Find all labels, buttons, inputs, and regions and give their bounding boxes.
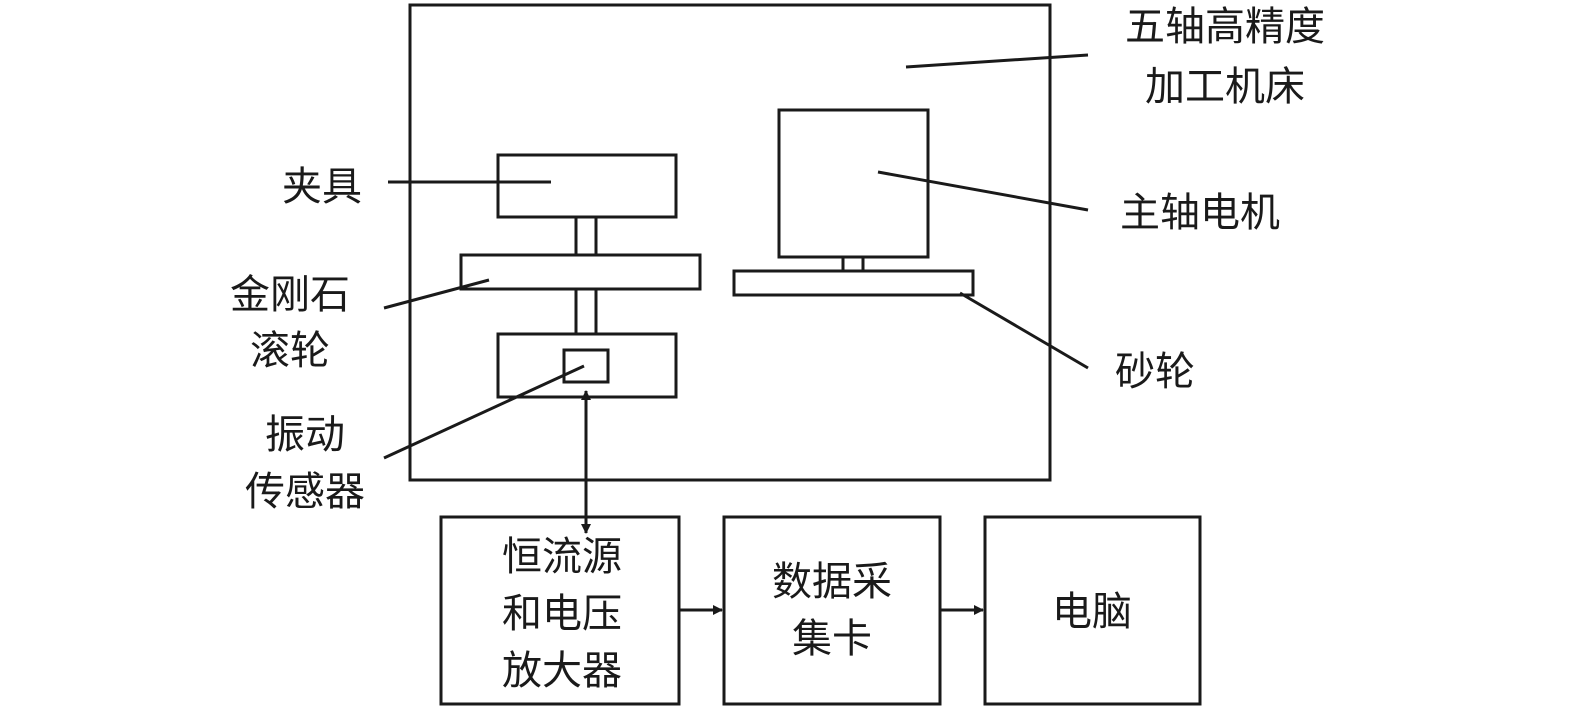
vibration-sensor xyxy=(562,348,610,384)
diamond-roller xyxy=(459,253,702,291)
grinding-wheel xyxy=(732,269,975,297)
fixture-block xyxy=(496,153,678,219)
amplifier-label-line-3: 放大器 xyxy=(502,648,622,694)
sensor-label-line-2: 传感器 xyxy=(245,469,365,515)
computer-label: 电脑 xyxy=(1052,589,1132,635)
leader-line-sensor xyxy=(383,364,585,460)
leader-line-wheel xyxy=(959,291,1089,370)
leader-line-spindle xyxy=(877,170,1089,212)
fixture-label: 夹具 xyxy=(282,164,362,210)
machine-label-line-2: 加工机床 xyxy=(1145,64,1305,110)
lower-shaft xyxy=(574,287,598,336)
daq-label-line-2: 集卡 xyxy=(792,616,872,662)
machine-frame xyxy=(408,3,1052,482)
sensor-label-line-1: 振动 xyxy=(265,412,345,458)
spindle-motor xyxy=(777,108,930,259)
amplifier-label-line-1: 恒流源 xyxy=(502,534,622,580)
spindle-shaft xyxy=(841,255,865,273)
upper-shaft xyxy=(574,215,598,257)
leader-line-diamond-roller xyxy=(383,278,490,310)
diamond-roller-label-line-1: 金刚石 xyxy=(230,272,350,318)
diamond-roller-label-line-2: 滚轮 xyxy=(250,328,330,374)
machine-label-line-1: 五轴高精度 xyxy=(1125,4,1325,50)
daq-card-box xyxy=(722,515,942,706)
amplifier-label-line-2: 和电压 xyxy=(502,591,622,637)
spindle-label: 主轴电机 xyxy=(1120,190,1280,236)
daq-label-line-1: 数据采 xyxy=(772,559,892,605)
leader-line-machine xyxy=(905,53,1089,69)
computer-box xyxy=(983,515,1202,706)
wheel-label: 砂轮 xyxy=(1115,349,1195,395)
